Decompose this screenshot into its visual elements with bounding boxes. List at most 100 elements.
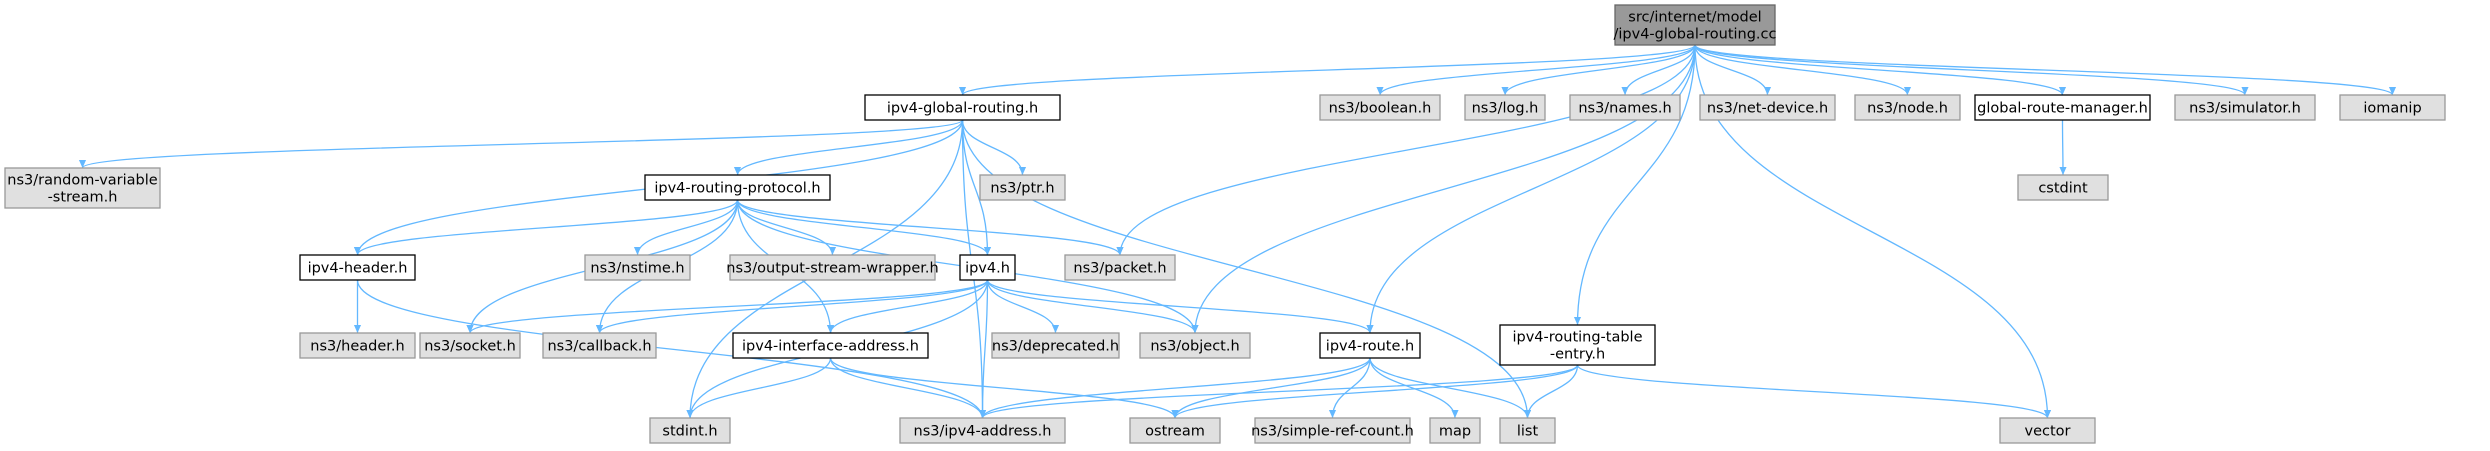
node-iomanip[interactable]: iomanip xyxy=(2339,94,2446,121)
edge-grm-to-cstdint xyxy=(2059,119,2067,176)
node-cstdint[interactable]: cstdint xyxy=(2017,174,2109,201)
node-header[interactable]: ns3/header.h xyxy=(299,332,416,359)
node-ifaddr-label-0: ipv4-interface-address.h xyxy=(742,339,919,355)
node-nstime[interactable]: ns3/nstime.h xyxy=(584,254,691,281)
node-map[interactable]: map xyxy=(1429,417,1481,444)
node-src[interactable]: ns3/simple-ref-count.h xyxy=(1251,417,1414,444)
node-boolean-box xyxy=(1319,94,1441,121)
edge-rte-to-ostream xyxy=(1171,364,1579,419)
node-ostream[interactable]: ostream xyxy=(1129,417,1221,444)
node-rp_h-box xyxy=(644,174,831,201)
node-packet[interactable]: ns3/packet.h xyxy=(1064,254,1176,281)
node-nstime-label-0: ns3/nstime.h xyxy=(590,261,684,277)
node-cstdint-label-0: cstdint xyxy=(2038,181,2088,197)
node-object-label-0: ns3/object.h xyxy=(1150,339,1239,355)
node-rte-label-1: -entry.h xyxy=(1550,347,1605,363)
edge-rte-to-list xyxy=(1523,364,1579,419)
node-deprecated-box xyxy=(991,332,1120,359)
node-osw[interactable]: ns3/output-stream-wrapper.h xyxy=(726,254,939,281)
node-root-box xyxy=(1614,4,1776,46)
edge-ipv4-to-addr xyxy=(978,279,989,419)
node-map-label-0: map xyxy=(1439,424,1471,440)
node-rvs[interactable]: ns3/random-variable-stream.h xyxy=(4,167,161,209)
node-names-box xyxy=(1569,94,1681,121)
node-deprecated[interactable]: ns3/deprecated.h xyxy=(991,332,1120,359)
node-root-label-0: src/internet/model xyxy=(1628,10,1761,26)
node-socket-box xyxy=(419,332,521,359)
edge-route-to-list xyxy=(1369,357,1532,419)
node-log[interactable]: ns3/log.h xyxy=(1464,94,1546,121)
node-boolean[interactable]: ns3/boolean.h xyxy=(1319,94,1441,121)
node-rvs-box xyxy=(4,167,161,209)
node-gr_h[interactable]: ipv4-global-routing.h xyxy=(864,94,1061,121)
node-iomanip-label-0: iomanip xyxy=(2363,101,2421,117)
node-socket-label-0: ns3/socket.h xyxy=(424,339,516,355)
edge-ipv4-to-route xyxy=(986,279,1374,334)
node-ipv4-box xyxy=(959,254,1016,281)
node-packet-label-0: ns3/packet.h xyxy=(1073,261,1166,277)
node-root-label-1: /ipv4-global-routing.cc xyxy=(1614,27,1777,43)
edge-rp_h-to-hdr xyxy=(353,199,739,256)
edge-rp_h-to-packet xyxy=(736,199,1124,256)
node-names[interactable]: ns3/names.h xyxy=(1569,94,1681,121)
node-route[interactable]: ipv4-route.h xyxy=(1319,332,1421,359)
edge-root-to-log xyxy=(1501,44,1696,96)
node-rvs-label-0: ns3/random-variable xyxy=(7,173,158,189)
node-object-box xyxy=(1139,332,1251,359)
edge-ipv4-to-ifaddr xyxy=(826,279,989,334)
edge-root-to-iomanip xyxy=(1694,44,2396,96)
node-netdev[interactable]: ns3/net-device.h xyxy=(1699,94,1836,121)
edge-gr_h-to-ipv4 xyxy=(961,119,992,256)
edge-ipv4-to-deprecated xyxy=(986,279,1060,334)
node-header-box xyxy=(299,332,416,359)
node-node-label-0: ns3/node.h xyxy=(1867,101,1948,117)
edge-gr_h-to-list xyxy=(961,119,1532,419)
node-addr-box xyxy=(899,417,1066,444)
node-root[interactable]: src/internet/model/ipv4-global-routing.c… xyxy=(1614,4,1777,46)
edge-root-to-sim xyxy=(1694,44,2249,96)
edge-gr_h-to-rp_h xyxy=(733,119,964,176)
node-header-label-0: ns3/header.h xyxy=(310,339,404,355)
node-osw-box xyxy=(729,254,936,281)
node-nstime-box xyxy=(584,254,691,281)
node-packet-box xyxy=(1064,254,1176,281)
edge-root-to-gr_h xyxy=(959,44,1696,96)
node-stdint[interactable]: stdint.h xyxy=(649,417,731,444)
node-rp_h[interactable]: ipv4-routing-protocol.h xyxy=(644,174,831,201)
node-ptr-label-0: ns3/ptr.h xyxy=(990,181,1054,197)
node-hdr[interactable]: ipv4-header.h xyxy=(299,254,416,281)
node-grm[interactable]: global-route-manager.h xyxy=(1974,94,2151,121)
node-object[interactable]: ns3/object.h xyxy=(1139,332,1251,359)
edge-gr_h-to-rvs xyxy=(79,119,964,169)
node-gr_h-box xyxy=(864,94,1061,121)
node-list-label-0: list xyxy=(1517,424,1539,440)
node-rte-label-0: ipv4-routing-table xyxy=(1512,330,1642,346)
node-socket[interactable]: ns3/socket.h xyxy=(419,332,521,359)
edge-route-to-map xyxy=(1369,357,1459,419)
node-callback[interactable]: ns3/callback.h xyxy=(542,332,657,359)
edge-root-to-object xyxy=(1191,44,1696,334)
edge-ifaddr-to-stdint xyxy=(686,357,832,419)
node-ipv4[interactable]: ipv4.h xyxy=(959,254,1016,281)
node-log-label-0: ns3/log.h xyxy=(1472,101,1539,117)
node-ipv4-label-0: ipv4.h xyxy=(965,261,1010,277)
node-list-box xyxy=(1499,417,1556,444)
node-sim[interactable]: ns3/simulator.h xyxy=(2174,94,2316,121)
node-vector[interactable]: vector xyxy=(1999,417,2096,444)
node-grm-label-0: global-route-manager.h xyxy=(1977,101,2148,117)
edge-route-to-ostream xyxy=(1171,357,1371,419)
node-hdr-label-0: ipv4-header.h xyxy=(308,261,408,277)
node-sim-box xyxy=(2174,94,2316,121)
node-ptr[interactable]: ns3/ptr.h xyxy=(979,174,1066,201)
node-addr[interactable]: ns3/ipv4-address.h xyxy=(899,417,1066,444)
nodes-layer: src/internet/model/ipv4-global-routing.c… xyxy=(4,4,2446,444)
edge-root-to-packet xyxy=(1116,44,1696,256)
edge-root-to-grm xyxy=(1694,44,2067,96)
edge-rte-to-vector xyxy=(1576,364,2051,419)
node-rte[interactable]: ipv4-routing-table-entry.h xyxy=(1499,324,1656,366)
node-netdev-label-0: ns3/net-device.h xyxy=(1707,101,1828,117)
node-node[interactable]: ns3/node.h xyxy=(1854,94,1961,121)
node-ifaddr[interactable]: ipv4-interface-address.h xyxy=(732,332,929,359)
node-list[interactable]: list xyxy=(1499,417,1556,444)
